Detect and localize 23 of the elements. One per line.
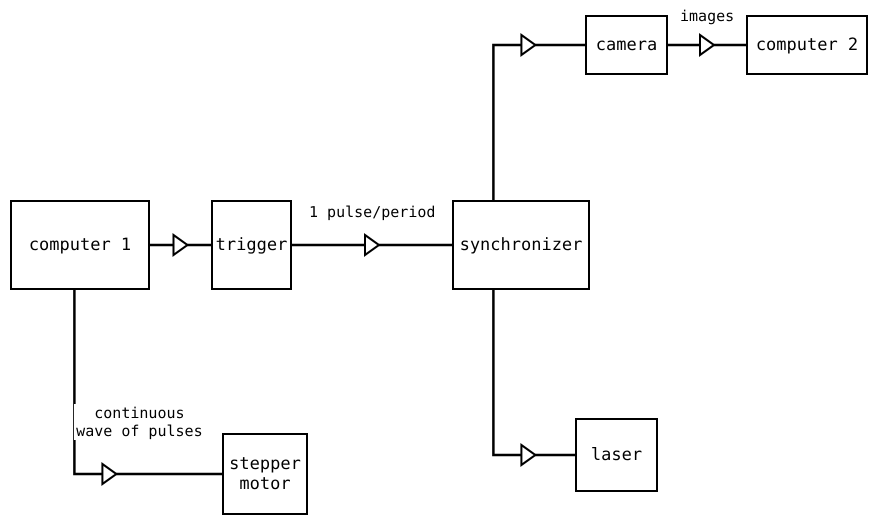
process-box [211,200,292,290]
process-box [575,418,658,492]
box-label: laser [590,444,642,466]
process-box [746,15,868,75]
edge-label: 1 pulse/period [309,203,436,221]
process-box [10,200,150,290]
edge-label: images [680,7,734,25]
arrow [668,33,746,57]
process-box [585,15,668,75]
arrow [73,290,222,486]
box-label: trigger [216,234,288,256]
box-label: computer 1 [28,234,132,256]
box-label: synchronizer [460,234,582,256]
arrow [150,233,211,257]
arrow [492,33,585,200]
box-label: stepper motor [228,454,302,494]
arrow [292,233,452,257]
box-label: computer 2 [756,34,858,56]
process-box [452,200,590,290]
edge-label: continuous wave of pulses [74,404,204,440]
box-label: camera [596,34,658,56]
process-box [222,433,308,515]
arrow [492,290,575,467]
